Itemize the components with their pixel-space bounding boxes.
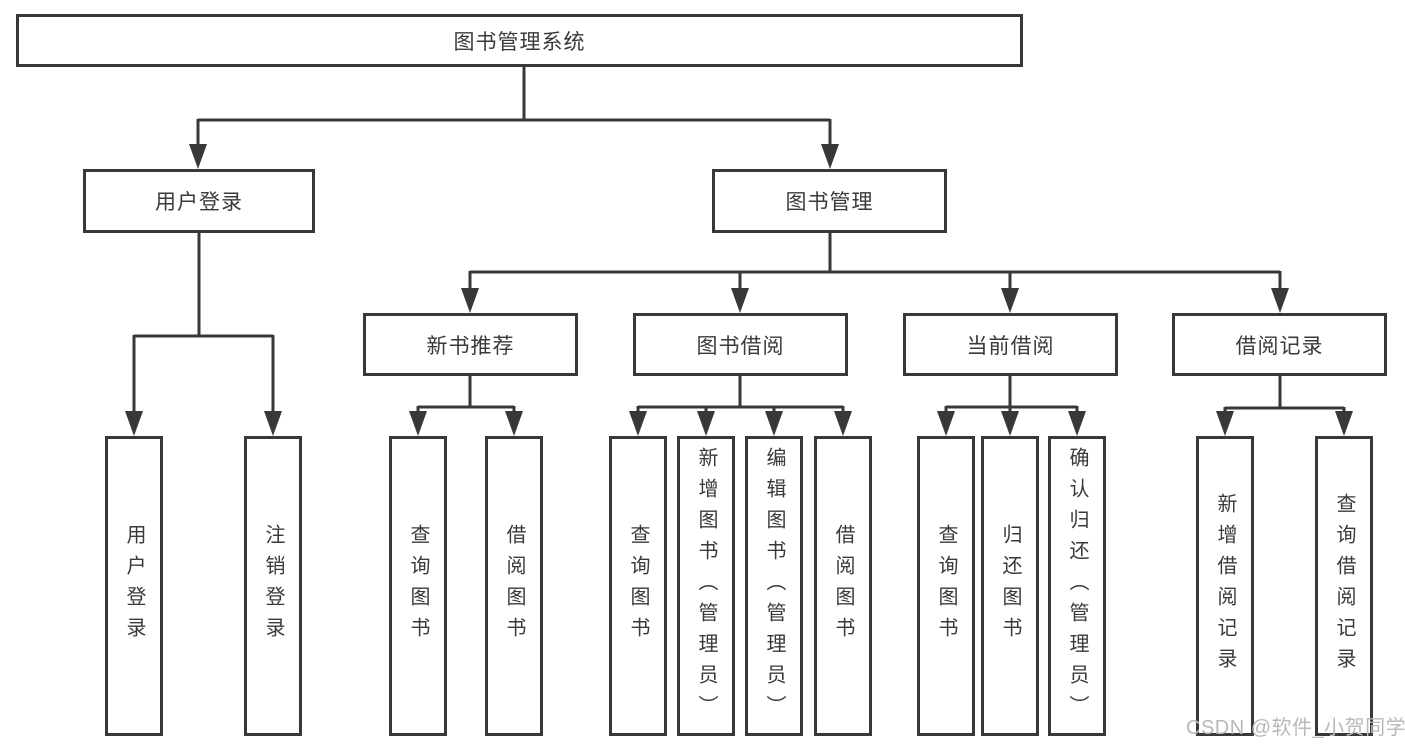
node-book-management: 图书管理 [712, 169, 947, 233]
leaf-query-books-1: 查询图书 [389, 436, 447, 736]
leaf-user-login: 用户登录 [105, 436, 163, 736]
node-new-book-recommend-label: 新书推荐 [426, 334, 515, 358]
leaf-add-borrow-record-label: 新增借阅记录 [1214, 493, 1236, 679]
leaf-confirm-return-admin-label: 确认归还（管理员） [1066, 446, 1088, 726]
leaf-query-books-1-label: 查询图书 [407, 524, 429, 648]
leaf-logout-label: 注销登录 [262, 524, 284, 648]
node-root-label: 图书管理系统 [453, 30, 586, 54]
node-book-management-label: 图书管理 [785, 191, 874, 214]
leaf-user-login-label: 用户登录 [123, 524, 145, 648]
csdn-watermark: CSDN @软件_小贺同学 [1186, 717, 1405, 739]
leaf-query-borrow-record: 查询借阅记录 [1315, 436, 1373, 736]
leaf-query-books-3-label: 查询图书 [935, 524, 957, 648]
leaf-edit-books-admin-label: 编辑图书（管理员） [763, 446, 785, 726]
node-user-login-label: 用户登录 [155, 191, 243, 214]
leaf-add-books-admin-label: 新增图书（管理员） [695, 446, 717, 726]
node-borrow-records-label: 借阅记录 [1235, 334, 1324, 358]
leaf-borrow-books-2: 借阅图书 [814, 436, 872, 736]
leaf-return-books: 归还图书 [981, 436, 1039, 736]
leaf-borrow-books-1: 借阅图书 [485, 436, 543, 736]
leaf-borrow-books-2-label: 借阅图书 [832, 524, 854, 648]
node-user-login: 用户登录 [83, 169, 315, 233]
leaf-confirm-return-admin: 确认归还（管理员） [1048, 436, 1106, 736]
leaf-logout: 注销登录 [244, 436, 302, 736]
leaf-borrow-books-1-label: 借阅图书 [503, 524, 525, 648]
arrowheads [125, 144, 1353, 436]
leaf-query-books-2-label: 查询图书 [627, 524, 649, 648]
node-current-borrow: 当前借阅 [903, 313, 1118, 376]
leaf-add-books-admin: 新增图书（管理员） [677, 436, 735, 736]
leaf-return-books-label: 归还图书 [999, 524, 1021, 648]
leaf-edit-books-admin: 编辑图书（管理员） [745, 436, 803, 736]
node-borrow-records: 借阅记录 [1172, 313, 1387, 376]
leaf-add-borrow-record: 新增借阅记录 [1196, 436, 1254, 736]
node-current-borrow-label: 当前借阅 [966, 334, 1055, 358]
node-root: 图书管理系统 [16, 14, 1023, 67]
node-book-borrow-label: 图书借阅 [696, 334, 785, 358]
leaf-query-books-2: 查询图书 [609, 436, 667, 736]
leaf-query-borrow-record-label: 查询借阅记录 [1333, 493, 1355, 679]
node-book-borrow: 图书借阅 [633, 313, 848, 376]
leaf-query-books-3: 查询图书 [917, 436, 975, 736]
node-new-book-recommend: 新书推荐 [363, 313, 578, 376]
